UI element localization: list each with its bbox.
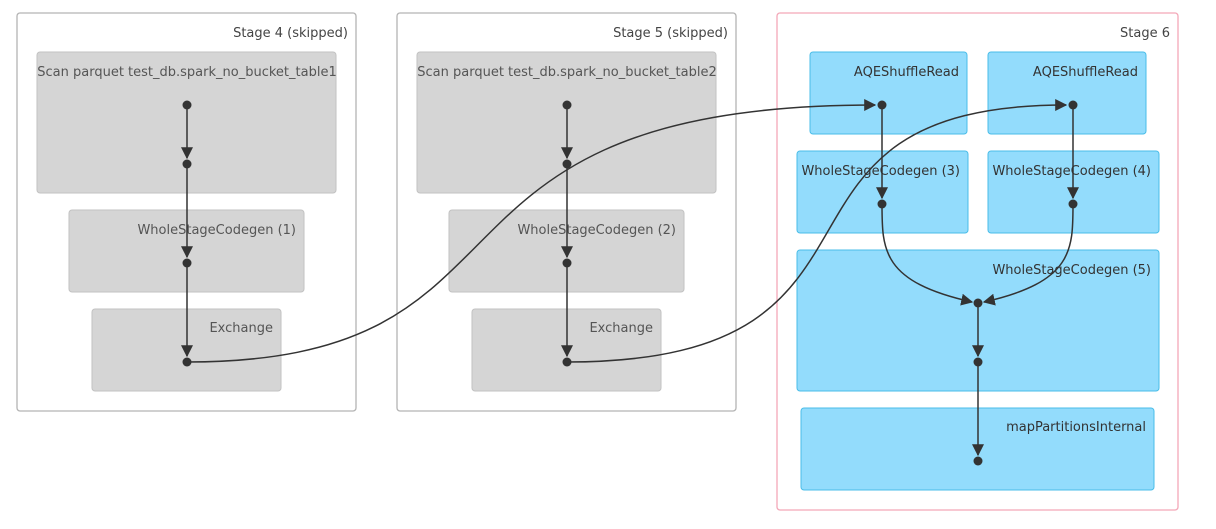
node-wholestagecodegen-2-label: WholeStageCodegen (2) bbox=[517, 223, 676, 238]
node-aqeshuffleread-1-box bbox=[809, 51, 968, 135]
dot-wsc5-top bbox=[973, 298, 983, 308]
edge-exchange1-to-aqe1 bbox=[186, 99, 877, 363]
dot-mappartitions bbox=[973, 456, 983, 466]
stage-6-cluster[interactable]: Stage 6 AQEShuffleRead AQEShuffleRead Wh… bbox=[776, 12, 1179, 511]
node-wholestagecodegen-4-label: WholeStageCodegen (4) bbox=[992, 164, 1151, 179]
node-aqeshuffleread-2[interactable]: AQEShuffleRead bbox=[987, 51, 1147, 135]
node-wholestagecodegen-1-label: WholeStageCodegen (1) bbox=[137, 223, 296, 238]
node-aqeshuffleread-1-label: AQEShuffleRead bbox=[854, 65, 959, 80]
node-dots bbox=[182, 100, 1078, 466]
dot-exchange1 bbox=[182, 357, 192, 367]
dot-scan2-top bbox=[562, 100, 572, 110]
stage-5-title: Stage 5 (skipped) bbox=[613, 26, 728, 41]
stage-6-title: Stage 6 bbox=[1120, 26, 1170, 41]
node-mappartitionsinternal-label: mapPartitionsInternal bbox=[1006, 420, 1146, 435]
dot-scan1-top bbox=[182, 100, 192, 110]
dot-wsc4 bbox=[1068, 199, 1078, 209]
dot-wsc3 bbox=[877, 199, 887, 209]
edge-wsc3-to-wsc5 bbox=[881, 203, 974, 306]
edge-exchange2-to-aqe2 bbox=[566, 99, 1068, 363]
dot-aqe1 bbox=[877, 100, 887, 110]
edges bbox=[181, 99, 1079, 457]
node-scan-table1-label: Scan parquet test_db.spark_no_bucket_tab… bbox=[37, 65, 336, 80]
dot-wsc1 bbox=[182, 258, 192, 268]
node-exchange-2-label: Exchange bbox=[589, 321, 653, 336]
node-scan-table2-label: Scan parquet test_db.spark_no_bucket_tab… bbox=[417, 65, 716, 80]
dot-scan2-bottom bbox=[562, 159, 572, 169]
node-exchange-1-label: Exchange bbox=[209, 321, 273, 336]
edge-wsc4-to-wsc5 bbox=[982, 203, 1074, 306]
node-wholestagecodegen-5-label: WholeStageCodegen (5) bbox=[992, 263, 1151, 278]
dot-wsc2 bbox=[562, 258, 572, 268]
node-aqeshuffleread-2-label: AQEShuffleRead bbox=[1033, 65, 1138, 80]
dot-wsc5-bottom bbox=[973, 357, 983, 367]
node-aqeshuffleread-2-box bbox=[987, 51, 1147, 135]
stage-4-cluster[interactable]: Stage 4 (skipped) Scan parquet test_db.s… bbox=[16, 12, 357, 412]
dot-scan1-bottom bbox=[182, 159, 192, 169]
node-aqeshuffleread-1[interactable]: AQEShuffleRead bbox=[809, 51, 968, 135]
stage-4-title: Stage 4 (skipped) bbox=[233, 26, 348, 41]
dot-aqe2 bbox=[1068, 100, 1078, 110]
dot-exchange2 bbox=[562, 357, 572, 367]
node-wholestagecodegen-3-label: WholeStageCodegen (3) bbox=[801, 164, 960, 179]
